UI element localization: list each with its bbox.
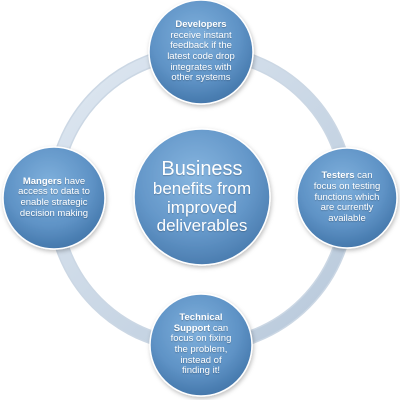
support-line-2: the problem,: [174, 344, 228, 355]
managers-node-circle: [2, 146, 106, 250]
developers-line-3: latest code drop: [167, 51, 235, 62]
managers-line-1: access to data to: [18, 186, 90, 198]
testers-line-3: are currently: [320, 202, 374, 214]
managers-line-2: enable strategic: [20, 197, 88, 208]
testers-title: Testers: [321, 170, 355, 182]
center-label: Business benefits from improved delivera…: [134, 147, 270, 247]
managers-title-rest: have: [61, 175, 86, 187]
developers-title: Developers: [175, 19, 227, 31]
support-node-circle: [149, 293, 253, 397]
center-line-2: benefits from: [152, 179, 252, 199]
testers-line-4: available: [328, 212, 366, 224]
support-line-1: focus on fixing: [170, 333, 232, 345]
support-title-1: Technical: [179, 312, 223, 324]
testers-title-rest: can: [354, 170, 373, 182]
developers-node-circle: [148, 0, 254, 105]
center-line-3: improved: [167, 197, 237, 217]
testers-line-1: focus on testing: [313, 181, 381, 193]
managers-line-3: decision making: [19, 207, 89, 219]
support-line-4: finding it!: [181, 365, 220, 377]
center-line-4: deliverables: [156, 215, 248, 235]
developers-line-1: receive instant: [170, 29, 232, 41]
center-circle: [133, 128, 271, 266]
managers-node-text: Mangers have access to data to enable st…: [8, 162, 100, 234]
developers-line-5: other systems: [171, 72, 231, 84]
support-line-3: instead of: [180, 354, 222, 366]
testers-node-text: Testers can focus on testing functions w…: [303, 158, 391, 238]
testers-line-2: functions which: [314, 191, 380, 203]
support-title-2: Support: [173, 322, 211, 334]
support-title-rest: can: [210, 322, 229, 334]
managers-title: Mangers: [22, 175, 62, 187]
developers-line-4: integrates with: [170, 61, 232, 73]
support-node-text: Technical Support can focus on fixing th…: [156, 302, 246, 388]
developers-node-text: Developers receive instant feedback if t…: [155, 8, 247, 96]
center-line-1: Business: [161, 157, 243, 180]
developers-line-2: feedback if the: [170, 40, 232, 52]
testers-node-circle: [296, 147, 398, 249]
